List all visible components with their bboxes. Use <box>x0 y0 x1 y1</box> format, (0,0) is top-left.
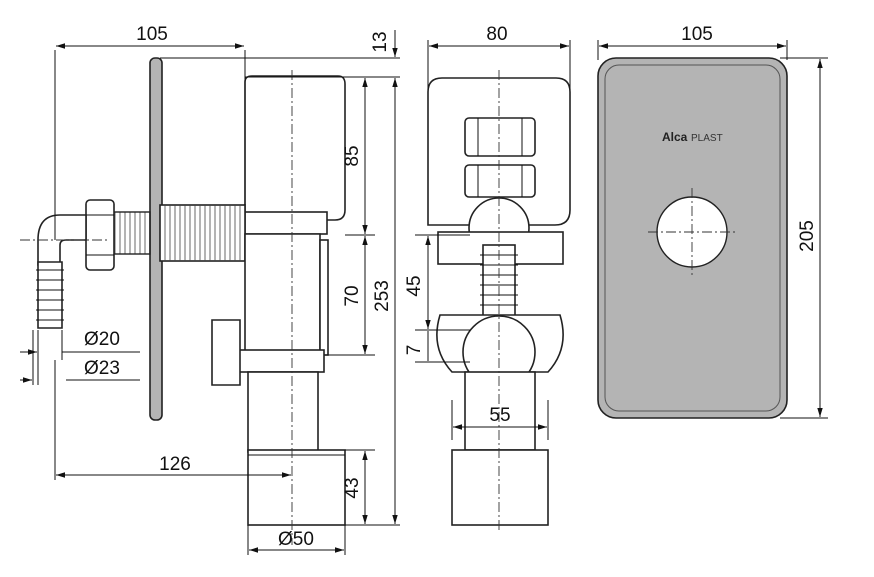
thread-lines <box>114 205 241 261</box>
outlet-pipe <box>247 449 346 526</box>
housing-flange <box>244 211 328 235</box>
dim-plate-width-105: 105 <box>681 24 713 45</box>
dim-offset-126: 126 <box>159 454 191 475</box>
lower-housing <box>244 233 321 356</box>
upper-housing <box>244 75 346 221</box>
dim-dia-20: Ø20 <box>84 329 120 350</box>
dim-spacing-55: 55 <box>489 405 510 426</box>
dim-height-43: 43 <box>342 477 363 498</box>
logo-alca: Alca <box>662 130 688 144</box>
logo-plast: PLAST <box>691 133 723 144</box>
cover-plate-view: Alca PLAST 105 205 <box>597 24 828 419</box>
dim-height-85: 85 <box>342 145 363 166</box>
dim-dia-50: Ø50 <box>278 529 314 550</box>
dim-height-45: 45 <box>404 275 425 296</box>
front-view <box>427 70 571 530</box>
dim-height-7: 7 <box>404 345 425 356</box>
front-dimensions: 80 45 7 55 <box>404 24 571 440</box>
dim-height-253: 253 <box>372 280 393 312</box>
top-nut <box>464 117 536 157</box>
hose-nozzle <box>37 261 63 329</box>
threaded-pipe <box>159 204 246 262</box>
front-outlet <box>451 449 549 526</box>
dim-dia-23: Ø23 <box>84 358 120 379</box>
dim-width-80: 80 <box>486 24 507 45</box>
dim-plate-height-205: 205 <box>797 220 818 252</box>
dim-width-105: 105 <box>136 24 168 45</box>
side-nut <box>211 319 241 386</box>
union-nut <box>85 199 115 271</box>
dim-height-70: 70 <box>342 285 363 306</box>
side-dimensions: 105 13 85 70 253 43 Ø20 Ø23 126 Ø50 <box>20 24 400 555</box>
dim-offset-13: 13 <box>370 31 391 52</box>
trap-body <box>247 371 319 453</box>
side-view <box>20 57 346 545</box>
